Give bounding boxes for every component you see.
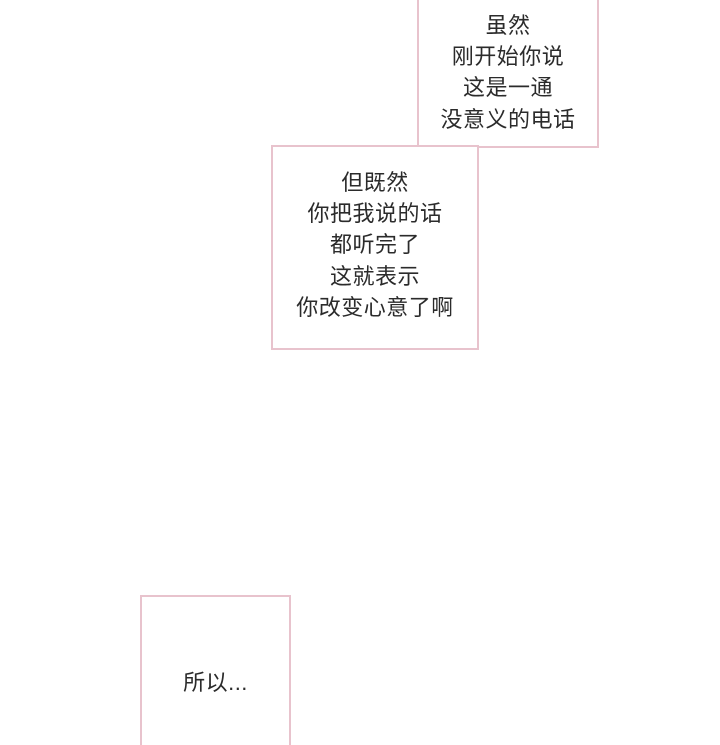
speech-panel-2: 但既然 你把我说的话 都听完了 这就表示 你改变心意了啊 xyxy=(271,145,479,350)
speech-panel-1: 虽然 刚开始你说 这是一通 没意义的电话 xyxy=(417,0,599,148)
comic-page: 虽然 刚开始你说 这是一通 没意义的电话 但既然 你把我说的话 都听完了 这就表… xyxy=(140,0,599,745)
speech-panel-2-text: 但既然 你把我说的话 都听完了 这就表示 你改变心意了啊 xyxy=(296,170,454,320)
speech-panel-3-text: 所以... xyxy=(183,670,248,695)
speech-panel-3: 所以... xyxy=(140,595,291,745)
speech-panel-1-text: 虽然 刚开始你说 这是一通 没意义的电话 xyxy=(440,13,576,132)
